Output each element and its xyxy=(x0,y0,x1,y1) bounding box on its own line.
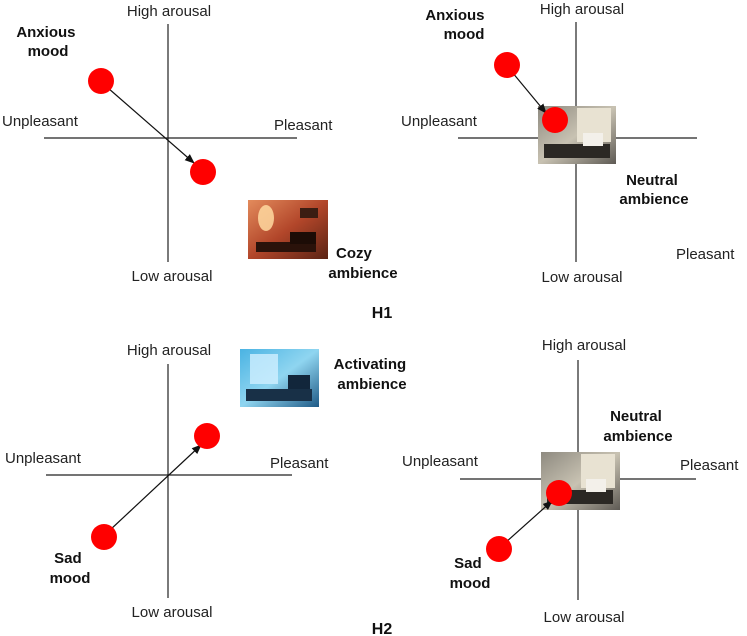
mood-shift-arrow xyxy=(107,87,195,164)
low-arousal-label: Low arousal xyxy=(132,268,213,285)
resulting-mood-dot xyxy=(194,423,220,449)
unpleasant-label: Unpleasant xyxy=(5,450,82,467)
cozy-room-photo xyxy=(248,200,328,259)
ambience-label: Neutral ambience xyxy=(603,408,672,445)
high-arousal-label: High arousal xyxy=(127,3,211,20)
unpleasant-label: Unpleasant xyxy=(401,113,478,130)
low-arousal-label: Low arousal xyxy=(544,609,625,626)
initial-mood-dot xyxy=(486,536,512,562)
unpleasant-label: Unpleasant xyxy=(2,113,79,130)
pleasant-label: Pleasant xyxy=(680,457,739,474)
high-arousal-label: High arousal xyxy=(542,337,626,354)
initial-mood-dot xyxy=(88,68,114,94)
ambience-label: Activating ambience xyxy=(334,356,411,393)
pleasant-label: Pleasant xyxy=(270,455,329,472)
h1-label: H1 xyxy=(372,305,393,322)
mood-shift-arrow xyxy=(109,444,202,531)
neutral-room-photo xyxy=(538,106,616,164)
panel-h2-activating: High arousal Low arousal Unpleasant Plea… xyxy=(5,342,411,621)
low-arousal-label: Low arousal xyxy=(542,269,623,286)
initial-mood-dot xyxy=(494,52,520,78)
mood-label: Sad mood xyxy=(450,555,491,592)
high-arousal-label: High arousal xyxy=(540,1,624,18)
mood-label: Anxious mood xyxy=(16,24,79,60)
mood-label: Sad mood xyxy=(50,550,91,587)
pleasant-label: Pleasant xyxy=(274,117,333,134)
initial-mood-dot xyxy=(91,524,117,550)
resulting-mood-dot xyxy=(190,159,216,185)
low-arousal-label: Low arousal xyxy=(132,604,213,621)
pleasant-label: Pleasant xyxy=(676,246,735,263)
activating-room-photo xyxy=(240,349,319,407)
high-arousal-label: High arousal xyxy=(127,342,211,359)
mood-label: Anxious mood xyxy=(425,7,488,43)
panel-h2-neutral: High arousal Low arousal Unpleasant Plea… xyxy=(402,337,739,626)
mood-shift-arrow xyxy=(504,500,553,544)
ambience-label: Neutral ambience xyxy=(619,172,688,208)
unpleasant-label: Unpleasant xyxy=(402,453,479,470)
resulting-mood-dot xyxy=(546,480,572,506)
panel-h1-cozy: High arousal Low arousal Unpleasant Plea… xyxy=(2,3,398,285)
ambience-label: Cozy ambience xyxy=(328,245,397,282)
panel-h1-neutral: High arousal Low arousal Unpleasant Plea… xyxy=(401,1,735,286)
resulting-mood-dot xyxy=(542,107,568,133)
mood-shift-arrow xyxy=(511,71,547,114)
h2-label: H2 xyxy=(372,621,393,636)
